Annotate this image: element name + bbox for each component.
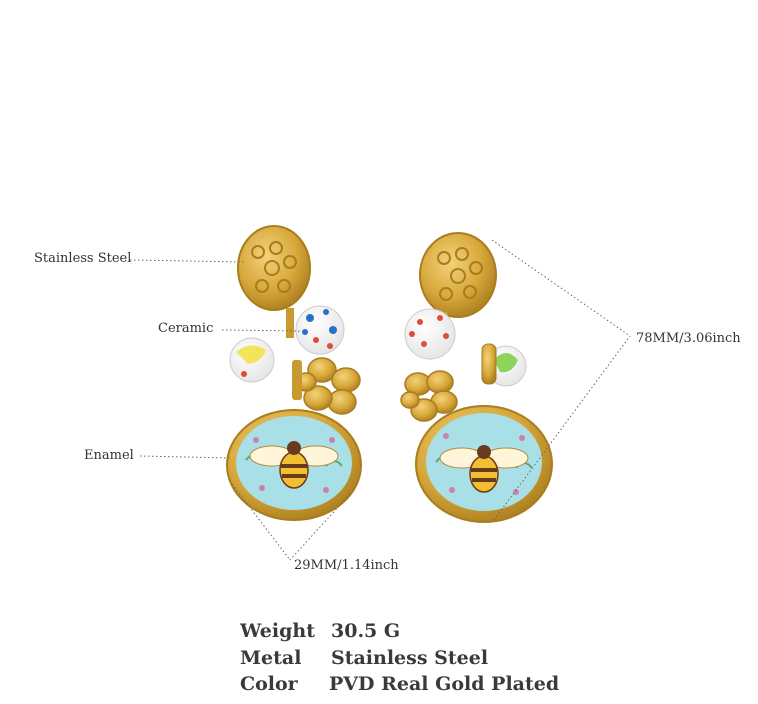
callout-stainless-steel: Stainless Steel	[34, 251, 132, 266]
spec-color-key: Color	[240, 673, 298, 695]
callout-length: 78MM/3.06inch	[636, 331, 741, 346]
spec-weight-value: 30.5 G	[331, 620, 401, 642]
callout-width: 29MM/1.14inch	[294, 558, 399, 573]
left-stud-disc	[237, 225, 311, 311]
right-bee-motif	[439, 445, 529, 493]
spec-metal-value: Stainless Steel	[331, 647, 489, 669]
spec-metal-key: Metal	[240, 647, 302, 669]
callout-ceramic: Ceramic	[158, 321, 214, 336]
left-bee-motif	[249, 441, 339, 489]
right-earring	[400, 232, 553, 523]
left-earring	[226, 225, 362, 521]
right-flower-charm	[400, 370, 458, 422]
spec-color-value: PVD Real Gold Plated	[329, 673, 560, 695]
callout-enamel: Enamel	[84, 448, 134, 463]
right-stud-disc	[419, 232, 497, 318]
left-flower-charm	[295, 357, 361, 415]
callout-lines	[129, 239, 631, 561]
spec-weight-key: Weight	[240, 620, 315, 642]
